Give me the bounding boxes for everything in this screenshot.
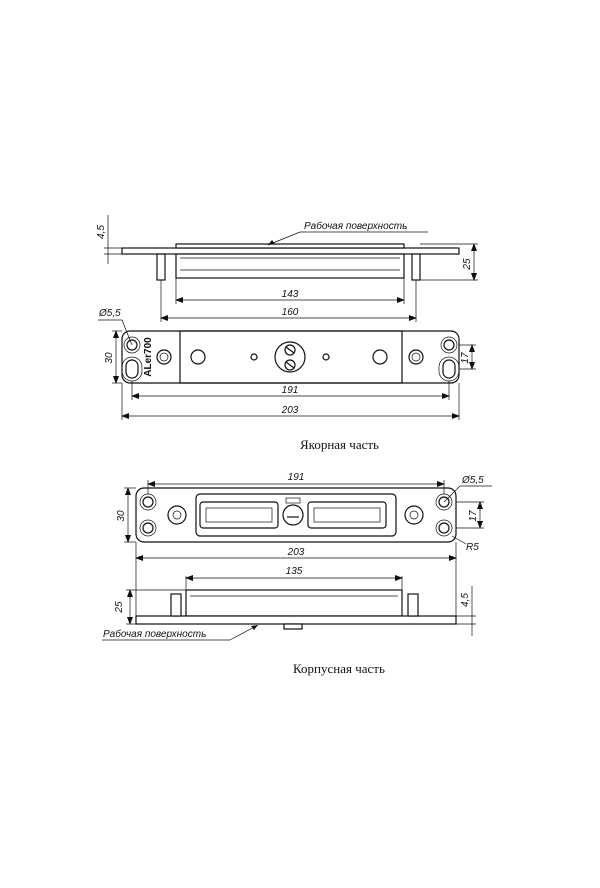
body-dim-length-total: 203 [287,547,305,558]
body-top-view: 191 Ø5,5 30 17 R5 [116,472,492,553]
armature-dim-length-total: 203 [281,405,299,416]
body-dim-width: 30 [116,510,127,522]
body-working-surface-note: Рабочая поверхность [103,628,206,640]
armature-dim-hole-diameter: Ø5,5 [98,308,121,319]
armature-top-view: ALer700 Ø5,5 30 17 1 [98,308,476,452]
armature-dim-slot-spacing: 17 [460,352,471,364]
armature-dim-hole-spacing: 191 [282,385,299,396]
armature-dim-height: 25 [462,258,473,271]
armature-working-surface-note: Рабочая поверхность [304,220,407,232]
armature-dim-length-inner: 143 [282,289,299,300]
body-dim-slot-spacing: 17 [468,510,479,522]
armature-logo: ALer700 [143,337,154,377]
body-dim-height: 25 [114,601,125,614]
armature-dim-thickness: 4,5 [96,225,107,239]
body-dim-hole-spacing: 191 [288,472,305,483]
armature-dim-width: 30 [104,352,115,364]
body-dim-thickness: 4,5 [460,593,471,607]
body-dim-hole-diameter: Ø5,5 [461,475,484,486]
body-caption: Корпусная часть [293,661,385,676]
body-side-view: 203 135 25 4,5 Рабочая поверхность Корпу… [102,542,476,676]
armature-caption: Якорная часть [300,437,379,452]
body-dim-radius: R5 [466,542,479,553]
armature-side-view: Рабочая поверхность 4,5 25 143 160 [96,215,478,322]
armature-dim-length-mid: 160 [282,307,299,318]
body-dim-length-inner: 135 [286,566,303,577]
